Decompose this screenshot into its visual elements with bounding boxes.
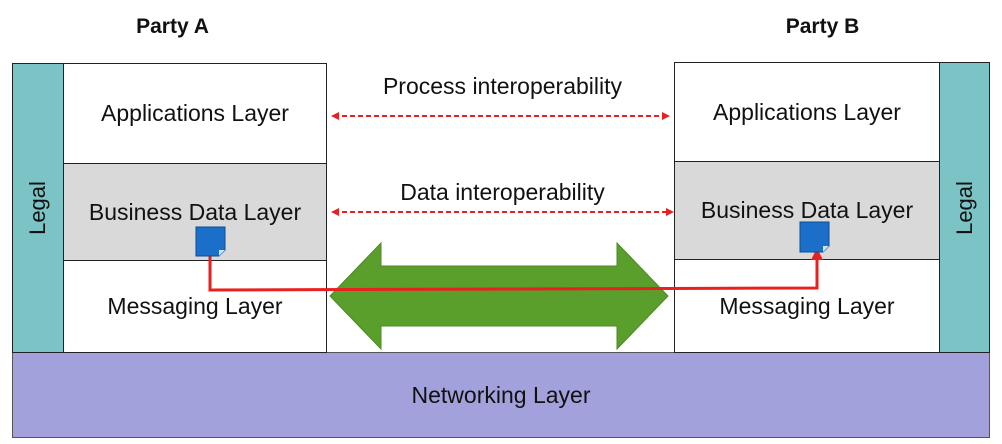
party-a-business-data-layer: Business Data Layer [63,163,327,261]
party-b-business-label: Business Data Layer [700,197,914,223]
networking-layer-label: Networking Layer [411,381,591,408]
party-a-applications-label: Applications Layer [101,100,289,126]
green-double-arrow [329,241,669,351]
party-a-messaging-label: Messaging Layer [107,293,283,319]
process-interoperability-label: Process interoperability [382,73,623,99]
party-b-applications-label: Applications Layer [713,98,901,125]
networking-layer: Networking Layer [12,352,990,438]
party-a-title: Party A [136,15,209,38]
party-b-legal: Legal [939,62,990,353]
message-path-line [208,248,823,292]
party-a-legal: Legal [12,63,64,353]
document-icon [799,221,830,253]
party-b-title: Party B [785,15,860,38]
party-b-messaging-layer: Messaging Layer [674,259,940,353]
party-a-business-label: Business Data Layer [88,198,302,225]
document-icon [195,226,226,257]
party-b-messaging-label: Messaging Layer [719,292,895,319]
party-a-applications-layer: Applications Layer [63,63,327,164]
party-a-messaging-layer: Messaging Layer [63,260,327,353]
data-interoperability-label: Data interoperability [400,179,605,205]
party-b-business-data-layer: Business Data Layer [674,161,940,260]
